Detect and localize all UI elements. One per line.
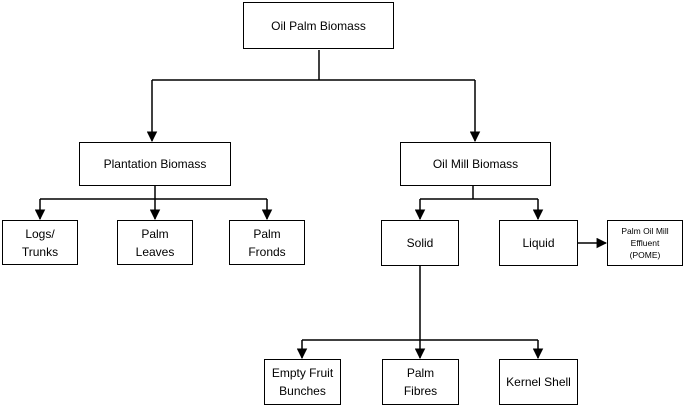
pome-node: Palm Oil Mill Effluent (POME) xyxy=(607,220,683,266)
oil-palm-biomass-label: Oil Palm Biomass xyxy=(271,18,366,33)
palm-fronds-node: Palm Fronds xyxy=(229,220,305,265)
kernel-shell-node: Kernel Shell xyxy=(499,359,578,405)
solid-label: Solid xyxy=(406,236,434,250)
pome-label: Palm Oil Mill Effluent (POME) xyxy=(621,226,669,260)
oil-mill-biomass-node: Oil Mill Biomass xyxy=(400,142,551,186)
empty-fruit-bunches-label: Empty Fruit Bunches xyxy=(271,366,334,398)
oil-mill-biomass-label: Oil Mill Biomass xyxy=(432,157,519,171)
kernel-shell-label: Kernel Shell xyxy=(506,375,571,389)
empty-fruit-bunches-node: Empty Fruit Bunches xyxy=(264,359,341,405)
logs-trunks-node: Logs/ Trunks xyxy=(2,220,78,265)
plantation-biomass-label: Plantation Biomass xyxy=(103,157,207,171)
liquid-label: Liquid xyxy=(522,236,555,250)
solid-node: Solid xyxy=(381,220,459,266)
palm-fibres-label: Palm Fibres xyxy=(403,366,438,398)
liquid-node: Liquid xyxy=(499,220,578,266)
palm-leaves-node: Palm Leaves xyxy=(117,220,193,265)
palm-fibres-node: Palm Fibres xyxy=(382,359,459,405)
plantation-biomass-node: Plantation Biomass xyxy=(79,142,231,186)
logs-trunks-label: Logs/ Trunks xyxy=(21,226,59,259)
palm-fronds-label: Palm Fronds xyxy=(248,226,286,259)
oil-palm-biomass-node: Oil Palm Biomass xyxy=(243,2,394,49)
palm-leaves-label: Palm Leaves xyxy=(135,226,175,259)
